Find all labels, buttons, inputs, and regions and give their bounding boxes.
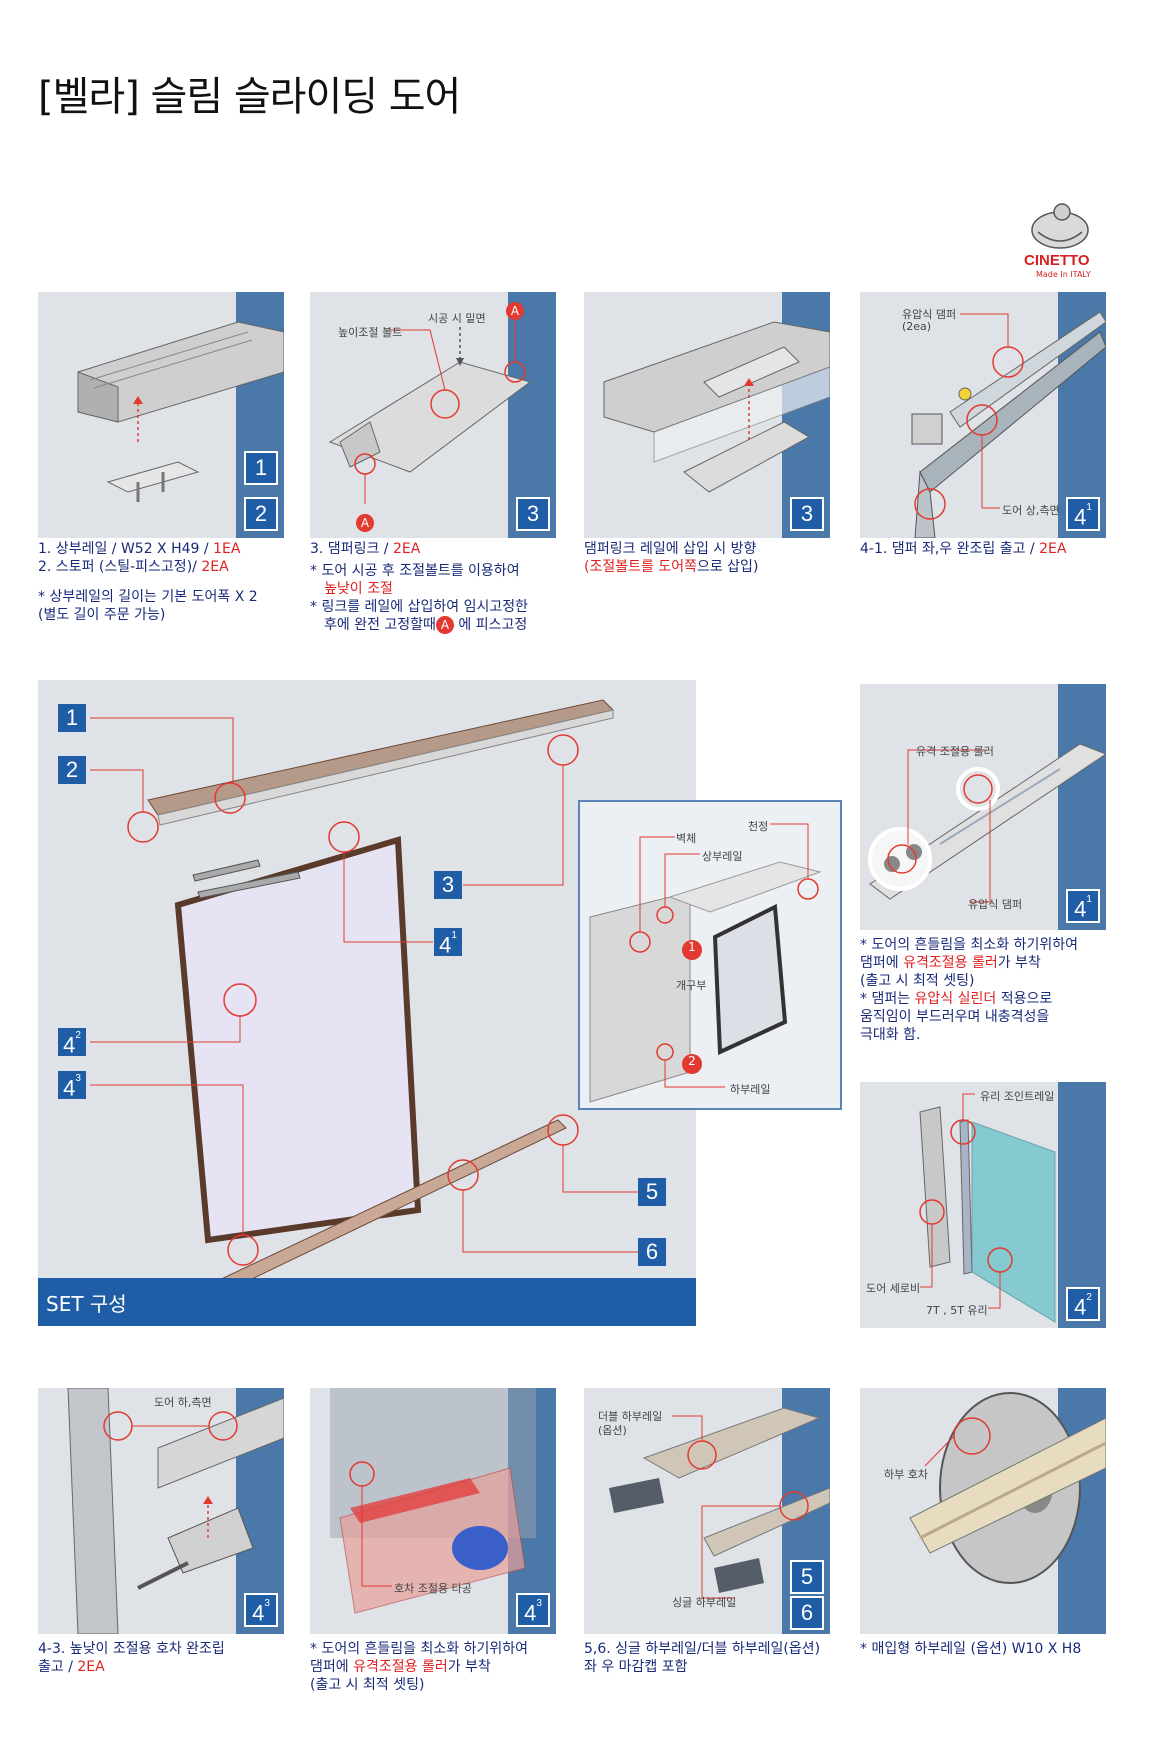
badge-4-1: 41 bbox=[1066, 497, 1100, 531]
badge-2: 2 bbox=[244, 497, 278, 531]
marker-a-top: A bbox=[506, 302, 524, 320]
caption-damper-assembly: 4-1. 댐퍼 좌,우 완조립 출고 / 2EA bbox=[860, 541, 1067, 557]
inset-step-1: 1 bbox=[688, 940, 696, 954]
set-badge-3: 3 bbox=[434, 871, 462, 899]
badge-5: 5 bbox=[790, 1560, 824, 1594]
set-badge-2: 2 bbox=[58, 756, 86, 784]
caption-damper-link: 3. 댐퍼링크 / 2EA * 도어 시공 후 조절볼트를 이용하여 높낮이 조… bbox=[310, 541, 528, 634]
inset-label-opening: 개구부 bbox=[676, 979, 707, 992]
set-label: SET 구성 bbox=[46, 1292, 127, 1316]
panel-bottom-rail: 더블 하부레일 (옵션) 싱글 하부레일 5 6 bbox=[584, 1388, 830, 1634]
inset-label-wall: 벽체 bbox=[676, 832, 697, 845]
set-badge-4-2: 42 bbox=[58, 1028, 86, 1057]
caption-roller-damper: * 도어의 흔들림을 최소화 하기위하여 댐퍼에 유격조절용 롤러가 부착 (출… bbox=[860, 937, 1078, 1043]
panel-embedded-rail: 하부 호차 bbox=[860, 1388, 1106, 1634]
caption-damper-insert: 댐퍼링크 레일에 삽입 시 방향 (조절볼트를 도어쪽으로 삽입) bbox=[584, 541, 759, 575]
wheel-adjust-illustration bbox=[330, 1388, 536, 1614]
badge-3: 3 bbox=[516, 497, 550, 531]
badge-1: 1 bbox=[244, 451, 278, 485]
damper-link-illustration bbox=[328, 312, 532, 504]
label-damper: 유압식 댐퍼 bbox=[902, 308, 957, 321]
label-door-bottom-side: 도어 하,측면 bbox=[154, 1396, 212, 1409]
set-badge-4-3: 43 bbox=[58, 1071, 86, 1100]
inset-label-top-rail: 상부레일 bbox=[702, 850, 743, 863]
set-badge-5: 5 bbox=[638, 1178, 666, 1206]
label-install-bottom: 시공 시 밑면 bbox=[428, 312, 486, 325]
label-damper-qty: (2ea) bbox=[902, 320, 932, 333]
panel-top-rail: 1 2 bbox=[38, 292, 284, 538]
install-inset-illustration bbox=[589, 823, 822, 1103]
label-single-rail: 싱글 하부레일 bbox=[672, 1596, 737, 1609]
panel-damper-link-insert: 3 bbox=[584, 292, 830, 538]
badge-3: 3 bbox=[790, 497, 824, 531]
set-illustration bbox=[90, 699, 638, 1301]
marker-a-bottom: A bbox=[356, 514, 374, 532]
badge-4-3: 43 bbox=[516, 1593, 550, 1627]
badge-4-3: 43 bbox=[244, 1593, 278, 1627]
bottom-rail-illustration bbox=[609, 1407, 830, 1599]
inset-label-bottom-rail: 하부레일 bbox=[730, 1083, 771, 1096]
top-rail-illustration bbox=[77, 321, 284, 502]
caption-wheel: 4-3. 높낮이 조절용 호차 완조립 출고 / 2EA bbox=[38, 1641, 225, 1675]
set-badge-6: 6 bbox=[638, 1238, 666, 1266]
inset-step-2: 2 bbox=[688, 1054, 696, 1068]
page-title: [벨라] 슬림 슬라이딩 도어 bbox=[38, 74, 461, 120]
badge-4-2: 42 bbox=[1066, 1287, 1100, 1321]
caption-wheel-adjust: * 도어의 흔들림을 최소화 하기위하여 댐퍼에 유격조절용 롤러가 부착 (출… bbox=[310, 1641, 528, 1693]
glass-rail-illustration bbox=[919, 1093, 1056, 1323]
panel-damper-link: 높이조절 볼트 시공 시 밑면 A A 3 bbox=[310, 292, 556, 538]
install-inset: 벽체 천정 상부레일 개구부 하부레일 1 2 bbox=[578, 800, 842, 1110]
brand-tagline: Made In ITALY bbox=[1036, 270, 1091, 279]
roller-damper-illustration bbox=[868, 743, 1106, 903]
label-double-rail: 더블 하부레일 bbox=[598, 1410, 663, 1423]
panel-glass-rail: 유리 조인트레일 도어 세로비 7T , 5T 유리 42 bbox=[860, 1082, 1106, 1328]
label-option: (옵션) bbox=[598, 1424, 627, 1437]
caption-bottom-rail: 5,6. 싱글 하부레일/더블 하부레일(옵션) 좌 우 마감캡 포함 bbox=[584, 1641, 821, 1675]
label-bottom-wheel: 하부 호차 bbox=[884, 1468, 928, 1481]
caption-embedded-rail: * 매입형 하부레일 (옵션) W10 X H8 bbox=[860, 1641, 1082, 1657]
set-badge-4-1: 41 bbox=[434, 928, 462, 957]
brand-logo: CINETTO Made In ITALY bbox=[1020, 200, 1100, 280]
label-door-stile: 도어 세로비 bbox=[866, 1282, 921, 1295]
embedded-rail-illustration bbox=[909, 1392, 1106, 1584]
brand-name: CINETTO bbox=[1024, 252, 1090, 269]
panel-wheel-adjust: 호차 조절용 타공 43 bbox=[310, 1388, 556, 1634]
wheel-illustration bbox=[67, 1388, 284, 1634]
panel-damper-assembly: 유압식 댐퍼 (2ea) 도어 상,측면 41 bbox=[860, 292, 1106, 538]
inset-label-ceiling: 천정 bbox=[748, 820, 769, 833]
set-label-bar: SET 구성 bbox=[38, 1278, 696, 1326]
badge-6: 6 bbox=[790, 1596, 824, 1630]
label-wheel-tap: 호차 조절용 타공 bbox=[394, 1582, 472, 1595]
label-glass-rail: 유리 조인트레일 bbox=[980, 1090, 1055, 1103]
label-damper: 유압식 댐퍼 bbox=[968, 898, 1023, 911]
damper-insert-illustration bbox=[603, 321, 830, 493]
panel-wheel: 도어 하,측면 43 bbox=[38, 1388, 284, 1634]
label-roller: 유격 조절용 롤러 bbox=[916, 745, 994, 758]
label-glass: 7T , 5T 유리 bbox=[926, 1304, 988, 1317]
brand-figure-icon bbox=[1031, 203, 1089, 249]
damper-assembly-illustration bbox=[911, 311, 1106, 538]
caption-top-rail: 1. 상부레일 / W52 X H49 / 1EA 2. 스토퍼 (스틸-피스고… bbox=[38, 541, 258, 623]
set-badge-1: 1 bbox=[58, 704, 86, 732]
label-height-bolt: 높이조절 볼트 bbox=[338, 326, 403, 339]
label-door-top-side: 도어 상,측면 bbox=[1002, 504, 1060, 517]
badge-4-1: 41 bbox=[1066, 889, 1100, 923]
panel-roller-damper: 유격 조절용 롤러 유압식 댐퍼 41 bbox=[860, 684, 1106, 930]
